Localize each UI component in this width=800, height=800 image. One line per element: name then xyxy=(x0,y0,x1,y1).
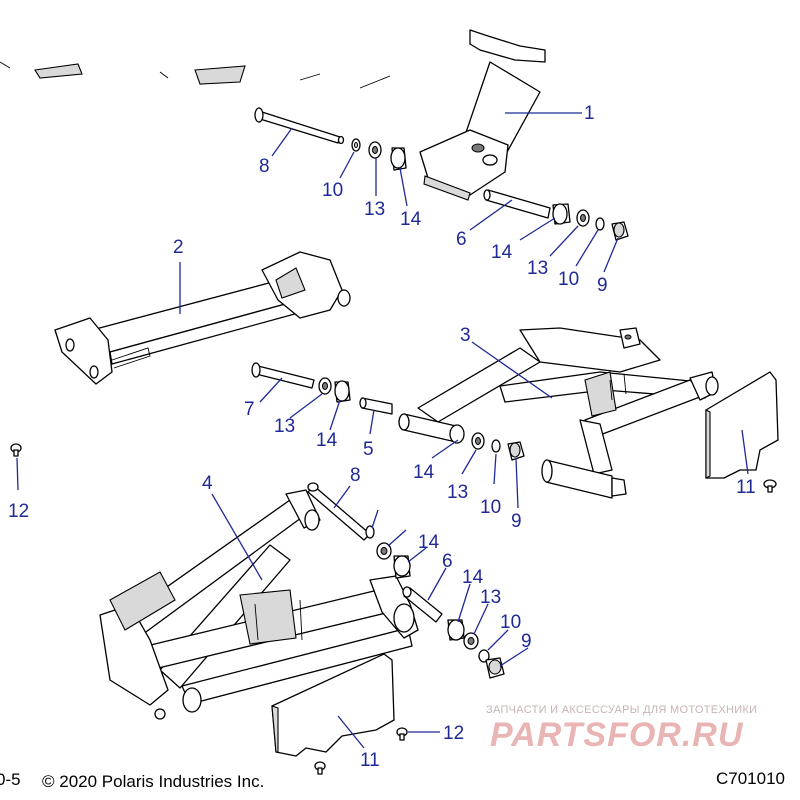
callout-part-13-upper-left: 13 xyxy=(364,199,386,220)
part-1-upper-arm xyxy=(419,61,541,201)
part-3-upper-frame xyxy=(417,327,719,475)
callout-part-13-lower: 13 xyxy=(480,587,502,608)
part-11-plate-upper xyxy=(705,371,779,479)
leader-lines xyxy=(16,112,749,749)
callout-part-12-lower: 12 xyxy=(443,723,465,744)
hardware-stack-upper-left xyxy=(351,138,407,171)
drawing-code: C701010 xyxy=(716,769,786,788)
part-12-bolt-right xyxy=(763,479,777,493)
part-8-bolt-upper xyxy=(254,107,345,145)
top-edge-fragments xyxy=(0,29,546,89)
frame-3-cross-tube xyxy=(541,459,627,499)
hardware-stack-upper-right xyxy=(552,203,629,241)
copyright-notice: © 2020 Polaris Industries Inc. xyxy=(42,772,265,791)
callout-part-14-middle-right: 14 xyxy=(413,462,435,483)
part-11-plate-lower xyxy=(271,653,395,757)
page-reference: 0-5 xyxy=(0,770,21,789)
hardware-stack-middle-right xyxy=(471,432,525,461)
callout-part-6-upper: 6 xyxy=(456,229,467,250)
callout-part-2: 2 xyxy=(173,237,184,258)
part-12-bolt-lower xyxy=(314,727,408,775)
callout-part-13-middle-right: 13 xyxy=(447,482,469,503)
part-12-bolt-left xyxy=(10,443,22,457)
callout-part-10-lower: 10 xyxy=(500,612,522,633)
callout-part-11-lower: 11 xyxy=(360,750,380,771)
watermark-tagline: ЗАПЧАСТИ И АКСЕССУАРЫ ДЛЯ МОТОТЕХНИКИ xyxy=(486,704,758,716)
callout-part-1: 1 xyxy=(584,103,595,124)
callout-part-9-upper: 9 xyxy=(597,275,608,296)
callout-part-9-lower: 9 xyxy=(521,631,532,652)
callout-part-5: 5 xyxy=(363,439,374,460)
callout-part-6-lower: 6 xyxy=(442,551,453,572)
callout-part-13-upper-right: 13 xyxy=(527,258,549,279)
callout-part-3: 3 xyxy=(460,325,471,346)
callout-part-14-lower-left: 14 xyxy=(418,532,440,553)
part-7-bolt xyxy=(251,362,315,389)
callout-part-4: 4 xyxy=(202,473,213,494)
callout-part-14-lower-right: 14 xyxy=(462,567,484,588)
callout-part-12-left: 12 xyxy=(8,501,30,522)
part-4-lower-frame xyxy=(99,489,419,720)
callout-part-10-middle: 10 xyxy=(480,497,502,518)
callout-part-8-lower: 8 xyxy=(350,465,361,486)
frame-3-sleeve-left xyxy=(398,413,465,444)
part-2-trailing-arm xyxy=(54,251,351,385)
part-6-sleeve-upper xyxy=(483,189,551,219)
callout-part-9-middle: 9 xyxy=(511,511,522,532)
hardware-stack-lower-right xyxy=(447,619,505,679)
callout-part-14-upper-right: 14 xyxy=(491,242,513,263)
callout-part-7: 7 xyxy=(244,399,255,420)
callout-part-14-middle-left: 14 xyxy=(316,430,338,451)
callout-part-11-upper: 11 xyxy=(736,477,756,498)
callout-part-10-upper-left: 10 xyxy=(322,180,344,201)
part-6-sleeve-lower xyxy=(402,586,443,623)
callout-part-8-upper: 8 xyxy=(259,156,270,177)
part-5-sleeve xyxy=(359,397,393,415)
callout-part-13-middle-left: 13 xyxy=(274,416,296,437)
part-8-bolt-lower xyxy=(307,482,371,541)
hardware-stack-middle-left xyxy=(318,377,351,403)
callout-part-10-upper-right: 10 xyxy=(558,269,580,290)
hardware-stack-lower-left xyxy=(365,525,411,579)
watermark-logo: PARTSFOR.RU xyxy=(490,716,744,754)
callout-part-14-upper-left: 14 xyxy=(400,209,422,230)
